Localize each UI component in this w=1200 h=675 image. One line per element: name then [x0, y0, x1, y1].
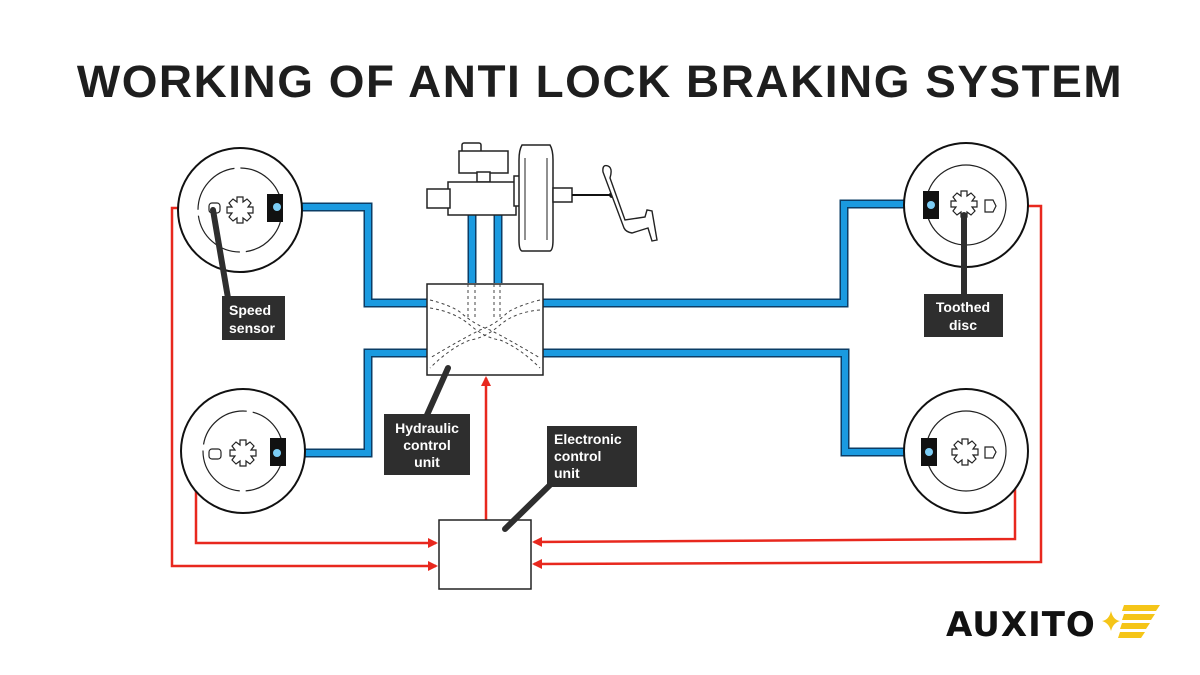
brake-line-front-left [277, 204, 428, 306]
speed-sensor-icon [984, 199, 997, 213]
hydraulic-control-unit [426, 283, 544, 376]
speed-sensor-leader [210, 207, 231, 301]
svg-text:AUXITO: AUXITO [946, 605, 1096, 645]
toothed-disc-icon [226, 196, 254, 224]
svg-text:Electronic: Electronic [554, 431, 622, 447]
brake-booster [513, 144, 573, 252]
hydraulic-control-unit-label: Hydraulic control unit [384, 414, 470, 475]
toothed-disc-icon [229, 439, 257, 467]
electronic-control-unit [438, 519, 532, 590]
svg-text:Hydraulic: Hydraulic [395, 420, 459, 436]
svg-text:Toothed: Toothed [936, 299, 990, 315]
brake-line-rear-left [277, 350, 428, 456]
master-cylinder [426, 142, 517, 216]
svg-text:Speed: Speed [229, 302, 271, 318]
svg-text:control: control [554, 448, 601, 464]
electronic-control-unit-label: Electronic control unit [547, 426, 637, 487]
page-title: WORKING OF ANTI LOCK BRAKING SYSTEM [76, 56, 1124, 107]
brake-pedal [572, 164, 658, 242]
brake-line-front-right [542, 201, 930, 306]
svg-text:sensor: sensor [229, 320, 275, 336]
speed-sensor-icon [984, 446, 997, 459]
wheel-rear-left [180, 388, 306, 514]
wheel-front-right [903, 142, 1029, 268]
svg-text:control: control [403, 437, 450, 453]
svg-text:unit: unit [554, 465, 580, 481]
svg-text:disc: disc [949, 317, 977, 333]
toothed-disc-icon [951, 438, 979, 466]
speed-sensor-icon [208, 448, 222, 460]
wheel-rear-right [903, 388, 1029, 514]
auxito-logo: AUXITO [946, 605, 1160, 645]
ecu-leader [502, 480, 555, 532]
electric-wiring [170, 204, 1043, 571]
wheel-front-left [177, 147, 303, 273]
hcu-leader [424, 365, 451, 418]
logo-speed-lines-icon [1118, 605, 1160, 638]
toothed-disc-label: Toothed disc [924, 294, 1003, 337]
brake-line-rear-right [542, 350, 930, 455]
logo-star-icon [1102, 611, 1120, 631]
hydraulic-lines [277, 199, 930, 458]
speed-sensor-label: Speed sensor [222, 296, 285, 340]
svg-text:unit: unit [414, 454, 440, 470]
